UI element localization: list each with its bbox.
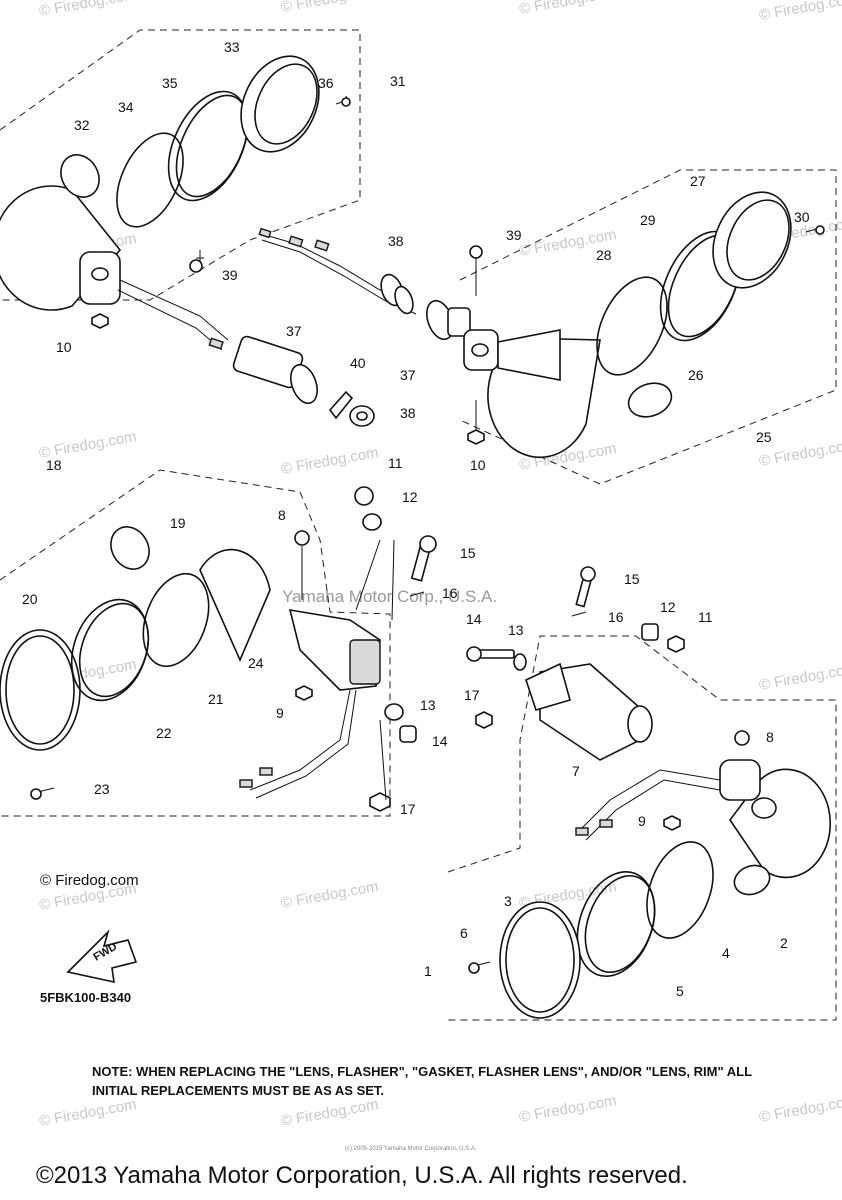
watermark-firedog: © Firedog.com: [38, 1096, 138, 1130]
wiring-and-grommets: [208, 227, 471, 427]
callout-c40: 40: [350, 355, 366, 371]
callout-c17a: 17: [400, 801, 416, 817]
callout-c9a: 9: [276, 705, 284, 721]
callout-c36: 36: [318, 75, 334, 91]
watermark-firedog: © Firedog.com: [38, 0, 138, 20]
callout-c15b: 15: [624, 571, 640, 587]
flasher-assembly-top-right: [463, 191, 825, 458]
flasher-assembly-bottom-right: [466, 566, 831, 1019]
watermark-firedog: © Firedog.com: [518, 0, 618, 18]
callout-c39b: 39: [506, 227, 522, 243]
callout-c15a: 15: [460, 545, 476, 561]
assembly-31-outline: [0, 29, 361, 301]
callout-c32: 32: [74, 117, 90, 133]
firedog-credit: © Firedog.com: [40, 872, 139, 889]
callout-c14a: 14: [432, 733, 448, 749]
callout-c13b: 13: [508, 622, 524, 638]
callout-c33: 33: [224, 39, 240, 55]
watermark-firedog: © Firedog.com: [280, 878, 380, 912]
callout-layer: 1234567889910101111121213131414151516161…: [22, 39, 810, 999]
callout-c38a: 38: [388, 233, 404, 249]
callout-c16b: 16: [608, 609, 624, 625]
assembly-25-outline: [459, 169, 837, 485]
callout-c2: 2: [780, 935, 788, 951]
assembly-1-outline: [447, 635, 837, 1021]
callout-c24: 24: [248, 655, 264, 671]
callout-c11b: 11: [698, 609, 713, 625]
callout-c10b: 10: [470, 457, 486, 473]
tiny-copyright: (c) 2005-2015 Yamaha Motor Corporation, …: [345, 1146, 477, 1152]
callout-c30: 30: [794, 209, 810, 225]
callout-c25: 25: [756, 429, 772, 445]
callout-c21: 21: [208, 691, 224, 707]
callout-c18: 18: [46, 457, 62, 473]
callout-c1: 1: [424, 963, 432, 979]
callout-c11a: 11: [388, 455, 403, 471]
callout-c39a: 39: [222, 267, 238, 283]
watermark-firedog: © Firedog.com: [280, 1096, 380, 1130]
copyright-footer: ©2013 Yamaha Motor Corporation, U.S.A. A…: [36, 1162, 688, 1189]
callout-c27: 27: [690, 173, 706, 189]
callout-c38b: 38: [400, 405, 416, 421]
callout-c10a: 10: [56, 339, 72, 355]
callout-c17b: 17: [464, 687, 480, 703]
flasher-assembly-bottom-left: [0, 526, 381, 800]
callout-c37a: 37: [286, 323, 302, 339]
callout-c16a: 16: [442, 585, 458, 601]
callout-c3: 3: [504, 893, 512, 909]
callout-c20: 20: [22, 591, 38, 607]
callout-c8a: 8: [278, 507, 286, 523]
callout-c35: 35: [162, 75, 178, 91]
watermark-firedog: © Firedog.com: [758, 0, 842, 24]
callout-c12a: 12: [402, 489, 418, 505]
callout-c19: 19: [170, 515, 186, 531]
callout-c14b: 14: [466, 611, 482, 627]
callout-c8b: 8: [766, 729, 774, 745]
callout-c22: 22: [156, 725, 172, 741]
callout-c26: 26: [688, 367, 704, 383]
callout-c28: 28: [596, 247, 612, 263]
callout-c23: 23: [94, 781, 110, 797]
callout-c29: 29: [640, 212, 656, 228]
callout-c31: 31: [390, 73, 406, 89]
callout-c4: 4: [722, 945, 730, 961]
callout-c12b: 12: [660, 599, 676, 615]
watermark-firedog: © Firedog.com: [758, 660, 842, 694]
callout-c9b: 9: [638, 813, 646, 829]
callout-c5: 5: [676, 983, 684, 999]
watermark-firedog: © Firedog.com: [280, 444, 380, 478]
diagram-code: 5FBK100-B340: [40, 990, 132, 1005]
callout-c34: 34: [118, 99, 134, 115]
assembly-18-outline: [0, 469, 391, 817]
watermark-firedog: © Firedog.com: [280, 0, 380, 16]
fwd-arrow: FWD: [66, 929, 138, 984]
callout-c13a: 13: [420, 697, 436, 713]
callout-c7: 7: [572, 763, 580, 779]
flasher-assembly-top-left: [0, 55, 351, 351]
watermark-yamaha: Yamaha Motor Corp., U.S.A.: [282, 587, 497, 606]
callout-c37b: 37: [400, 367, 416, 383]
callout-c6: 6: [460, 925, 468, 941]
replacement-note: NOTE: WHEN REPLACING THE "LENS, FLASHER"…: [92, 1064, 752, 1098]
hardware-center: [354, 486, 437, 812]
